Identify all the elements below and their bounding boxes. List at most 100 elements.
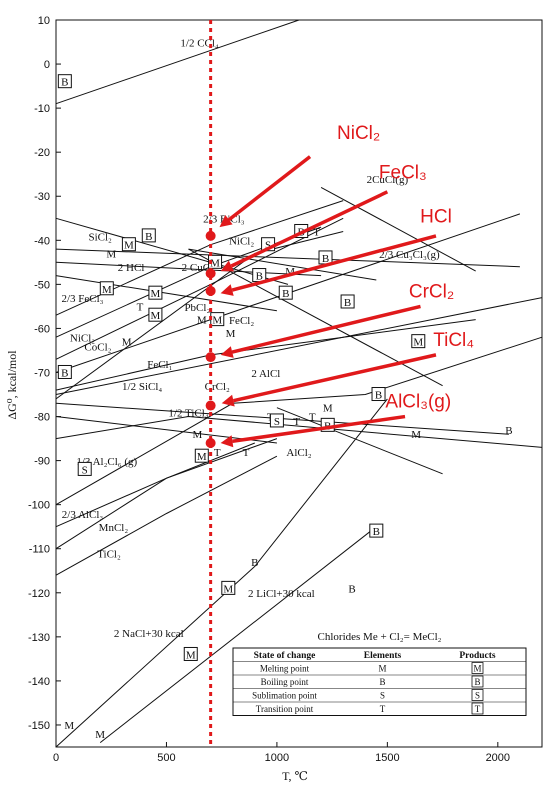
y-tick-label: -70 — [34, 367, 50, 379]
y-tick-label: -30 — [34, 191, 50, 203]
y-axis-label: ΔG⁰, kcal/mol — [5, 350, 19, 420]
y-tick-label: -120 — [28, 588, 50, 600]
state-marker: S — [82, 464, 88, 476]
marker-box — [411, 334, 426, 349]
state-marker: T — [313, 226, 320, 238]
annotation-label: NiCl₂ — [337, 123, 380, 144]
legend-product: B — [474, 677, 480, 687]
state-marker: B — [256, 271, 263, 283]
series-line — [55, 297, 543, 395]
marker-box — [194, 448, 209, 463]
state-marker: B — [251, 557, 258, 569]
series-label: SiCl₂ — [88, 231, 112, 243]
annotation-arrow — [233, 353, 437, 403]
intersection-dot — [205, 400, 216, 411]
x-tick-label: 2000 — [486, 752, 510, 764]
state-marker: B — [282, 288, 289, 300]
arrow-head — [220, 435, 234, 448]
intersection-dot — [205, 437, 216, 448]
series-label: CoCl₂ — [84, 341, 111, 353]
legend-product-box — [471, 662, 484, 674]
arrow-head — [220, 260, 234, 272]
y-tick-label: -60 — [34, 323, 50, 335]
series-label: 2/3 Cu₃Cl₃(g) — [379, 249, 440, 261]
legend-product-box — [471, 702, 484, 715]
y-tick-label: -50 — [34, 279, 50, 291]
state-marker: M — [411, 429, 421, 441]
state-marker: M — [323, 403, 333, 415]
intersection-dot — [205, 352, 216, 363]
marker-box — [57, 74, 72, 89]
marker-box — [148, 285, 163, 300]
legend-element: B — [379, 677, 385, 687]
state-marker: B — [375, 390, 382, 402]
annotation-arrow — [227, 155, 312, 222]
state-marker: B — [322, 253, 329, 265]
legend-state: Transition point — [256, 704, 314, 714]
arrow-head — [221, 394, 235, 407]
annotation-arrow — [231, 234, 437, 292]
legend-element: T — [380, 704, 386, 714]
legend-header: State of change — [254, 651, 316, 661]
annotation-arrow — [232, 414, 406, 444]
series-label: 2/3 AlCl₃ — [62, 509, 104, 521]
state-marker: M — [124, 240, 134, 252]
series-label: MnCl₂ — [99, 522, 129, 534]
series-line — [188, 248, 377, 281]
state-marker: M — [102, 284, 112, 296]
marker-box — [99, 281, 114, 296]
y-tick-label: -100 — [28, 500, 50, 512]
state-marker: S — [265, 240, 271, 252]
series-label: CrCl₂ — [205, 381, 230, 393]
series-label: 2 CuCl — [182, 262, 213, 274]
legend-state: Sublimation point — [252, 691, 317, 701]
series-label: 2 NaCl+30 kcal — [114, 628, 184, 640]
state-marker: M — [106, 249, 116, 261]
y-tick-label: -10 — [34, 103, 50, 115]
y-tick-label: -80 — [34, 412, 50, 424]
state-marker: T — [214, 447, 221, 459]
series-line — [55, 19, 300, 105]
intersection-dot — [205, 230, 216, 241]
series-line — [55, 217, 289, 285]
legend-product: M — [473, 664, 481, 674]
series-line — [55, 336, 543, 506]
state-marker: M — [212, 315, 222, 327]
annotation-arrow — [231, 304, 421, 354]
state-marker: T — [293, 416, 300, 428]
state-marker: M — [285, 266, 295, 278]
state-marker: T — [309, 412, 316, 424]
series-label: FeCl₂ — [229, 315, 254, 327]
state-marker: B — [344, 297, 351, 309]
state-marker: M — [122, 337, 132, 349]
x-axis-label: T, ℃ — [282, 769, 308, 783]
state-marker: B — [373, 526, 380, 538]
legend-product: T — [475, 704, 481, 714]
state-marker: B — [61, 367, 68, 379]
series-line — [99, 526, 377, 743]
marker-box — [121, 237, 136, 252]
legend-product: S — [475, 691, 480, 701]
y-tick-label: -150 — [28, 720, 50, 732]
series-label: NiCl₂ — [70, 333, 95, 345]
annotation-arrow — [230, 190, 389, 268]
legend-title: Chlorides Me + Cl₂= MeCl₂ — [318, 631, 442, 643]
intersection-dot — [205, 268, 216, 279]
marker-box — [369, 523, 384, 538]
series-line — [276, 407, 443, 475]
series-label: 2 LiCl+30 kcal — [248, 588, 315, 600]
state-marker: B — [61, 77, 68, 89]
state-marker: B — [145, 231, 152, 243]
y-tick-label: -20 — [34, 147, 50, 159]
series-label: 1/2 SiCl₄ — [122, 381, 162, 393]
series-line — [55, 261, 322, 277]
series-line — [55, 275, 277, 312]
state-marker: M — [192, 429, 202, 441]
marker-box — [57, 364, 72, 379]
y-tick-label: 10 — [38, 15, 50, 27]
